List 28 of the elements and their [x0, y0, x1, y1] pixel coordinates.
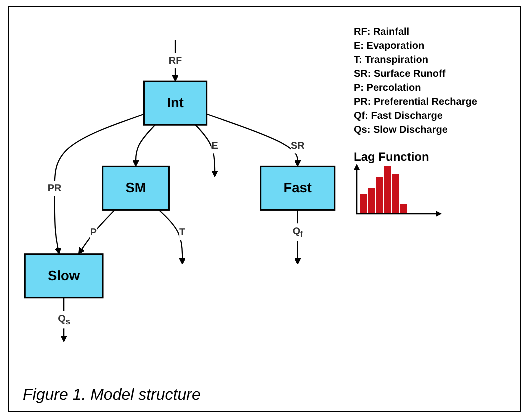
- abbreviation-key: PR: Preferential Recharge: [354, 97, 478, 108]
- flow-arrow: [78, 210, 116, 255]
- flow-arrow: [172, 40, 179, 82]
- reservoir-box: Fast: [260, 166, 336, 211]
- edge-label: SR: [290, 140, 305, 152]
- edge-label: Q$_{s}$: [58, 312, 70, 327]
- abbreviation-key: T: Transpiration: [354, 55, 428, 66]
- flow-arrow: [132, 124, 156, 167]
- abbreviation-key: SR: Surface Runoff: [354, 69, 446, 80]
- edge-label: T: [180, 226, 186, 238]
- abbreviation-key: Qs: Slow Discharge: [354, 125, 448, 136]
- edge-label: PR: [48, 182, 62, 194]
- abbreviation-key: E: Evaporation: [354, 41, 425, 52]
- reservoir-box: SM: [102, 166, 170, 211]
- chart-title: Lag Function: [354, 150, 430, 164]
- edge-label: P: [90, 226, 97, 238]
- abbreviation-key: P: Percolation: [354, 83, 422, 94]
- reservoir-box: Slow: [24, 254, 104, 299]
- flow-arrow: [195, 124, 218, 178]
- edge-label: E: [212, 140, 218, 152]
- flow-arrow: [158, 210, 186, 265]
- abbreviation-key: RF: Rainfall: [354, 27, 410, 38]
- figure-caption: Figure 1. Model structure: [23, 387, 201, 405]
- reservoir-box: Int: [143, 80, 208, 126]
- abbreviation-key: Qf: Fast Discharge: [354, 111, 443, 122]
- edge-label: RF: [168, 54, 182, 66]
- flow-arrow: [54, 114, 144, 255]
- flow-arrow: [206, 114, 302, 167]
